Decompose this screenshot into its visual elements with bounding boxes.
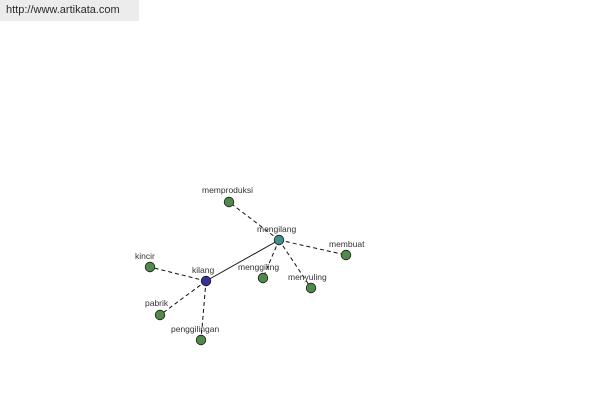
- node-label-penggilingan: penggilingan: [171, 324, 219, 334]
- node-label-mengilang: mengilang: [257, 224, 296, 234]
- node-dot-menyuling[interactable]: [305, 282, 317, 294]
- node-label-kincir: kincir: [135, 251, 155, 261]
- edge-mengilang-memproduksi: [228, 201, 280, 241]
- node-memproduksi[interactable]: memproduksi: [202, 185, 253, 208]
- graph-edges: [149, 201, 347, 341]
- node-label-menggiling: menggiling: [238, 262, 279, 272]
- node-dot-kincir[interactable]: [144, 261, 156, 273]
- node-dot-penggilingan[interactable]: [195, 334, 207, 346]
- edge-kilang-pabrik: [159, 280, 207, 316]
- node-mengilang[interactable]: mengilang: [257, 224, 296, 246]
- site-url[interactable]: http://www.artikata.com: [6, 4, 120, 16]
- edge-kilang-penggilingan: [200, 280, 207, 341]
- edge-kilang-kincir: [149, 266, 207, 282]
- node-menyuling[interactable]: menyuling: [288, 272, 327, 294]
- node-label-memproduksi: memproduksi: [202, 185, 253, 195]
- node-pabrik[interactable]: pabrik: [145, 298, 169, 321]
- edge-mengilang-menggiling: [262, 239, 280, 279]
- graph-nodes: kilang mengilang memproduksi membuat menggil…: [135, 185, 365, 346]
- node-kilang[interactable]: kilang: [192, 265, 214, 287]
- url-bar: http://www.artikata.com: [0, 0, 139, 21]
- node-label-kilang: kilang: [192, 265, 214, 275]
- node-penggilingan[interactable]: penggilingan: [171, 324, 219, 346]
- node-menggiling[interactable]: menggiling: [238, 262, 279, 284]
- edge-kilang-mengilang: [205, 239, 280, 282]
- edge-mengilang-menyuling: [278, 239, 312, 289]
- node-dot-pabrik[interactable]: [154, 309, 166, 321]
- node-dot-memproduksi[interactable]: [223, 196, 235, 208]
- node-dot-kilang[interactable]: [200, 275, 212, 287]
- node-label-pabrik: pabrik: [145, 298, 169, 308]
- node-kincir[interactable]: kincir: [135, 251, 156, 273]
- edge-mengilang-membuat: [278, 239, 347, 256]
- node-dot-menggiling[interactable]: [257, 272, 269, 284]
- node-dot-membuat[interactable]: [340, 249, 352, 261]
- node-dot-mengilang[interactable]: [273, 234, 285, 246]
- node-label-menyuling: menyuling: [288, 272, 327, 282]
- node-membuat[interactable]: membuat: [329, 239, 365, 261]
- node-label-membuat: membuat: [329, 239, 365, 249]
